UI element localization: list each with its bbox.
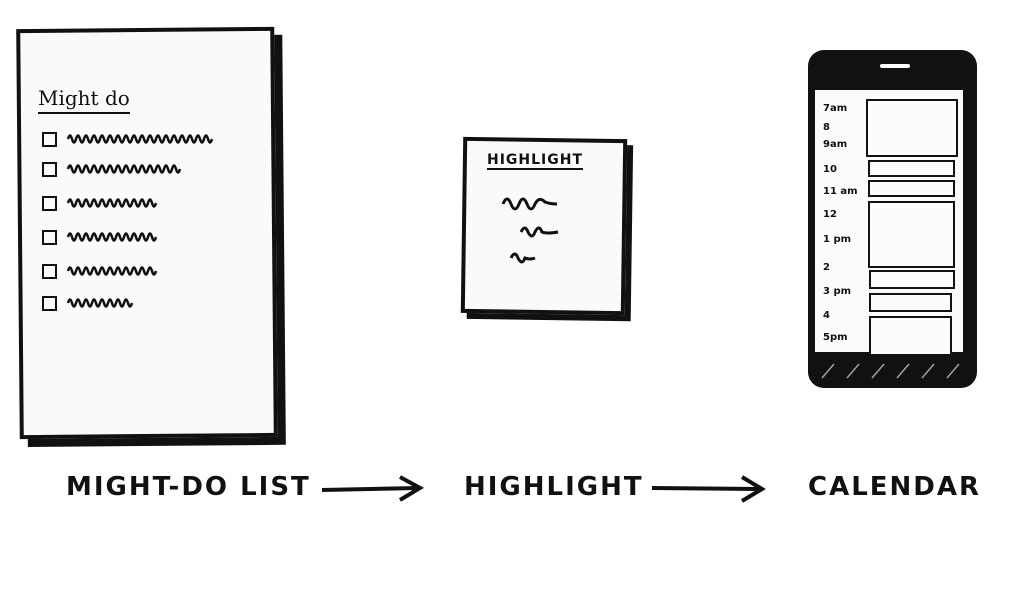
arrow-right-icon	[651, 475, 766, 503]
scribble-line	[519, 226, 559, 238]
calendar-hour-label: 2	[823, 262, 830, 273]
calendar-hour-label: 5pm	[823, 332, 848, 343]
scribble-line	[66, 266, 158, 276]
scribble-line	[509, 252, 536, 264]
calendar-hour-label: 12	[823, 209, 837, 220]
scribble-line	[66, 232, 158, 242]
calendar-event	[869, 293, 952, 312]
scribble-line	[66, 134, 214, 144]
calendar-event	[868, 201, 955, 268]
highlight-note-heading: HIGHLIGHT	[487, 152, 584, 170]
phone-speaker	[880, 64, 910, 68]
calendar-hour-label: 3 pm	[823, 286, 852, 297]
caption-might-do-list: MIGHT-DO LIST	[66, 472, 311, 502]
checkbox	[42, 230, 57, 245]
calendar-hour-label: 7am	[823, 103, 848, 114]
checkbox	[42, 196, 57, 211]
calendar-event	[869, 270, 955, 289]
scribble-line	[501, 197, 558, 211]
calendar-hour-label: 10	[823, 164, 837, 175]
calendar-event	[866, 99, 958, 157]
checkbox	[42, 132, 57, 147]
calendar-hour-label: 1 pm	[823, 234, 852, 245]
scribble-line	[66, 198, 158, 208]
calendar-hour-label: 4	[823, 310, 830, 321]
scribble-line	[66, 164, 182, 174]
calendar-hour-label: 8	[823, 122, 830, 133]
scribble-line	[66, 298, 134, 308]
checkbox	[42, 162, 57, 177]
calendar-event	[868, 180, 955, 197]
might-do-heading: Might do	[38, 86, 130, 114]
arrow-right-icon	[321, 475, 425, 502]
caption-highlight: HIGHLIGHT	[464, 472, 644, 502]
calendar-event	[869, 316, 952, 356]
calendar-hour-label: 11 am	[823, 186, 858, 197]
checkbox	[42, 264, 57, 279]
caption-calendar: CALENDAR	[808, 472, 982, 502]
calendar-hour-label: 9am	[823, 139, 848, 150]
calendar-event	[868, 160, 955, 177]
phone-bottom-hatching	[821, 363, 960, 379]
checkbox	[42, 296, 57, 311]
highlight-scribbles	[501, 197, 559, 264]
